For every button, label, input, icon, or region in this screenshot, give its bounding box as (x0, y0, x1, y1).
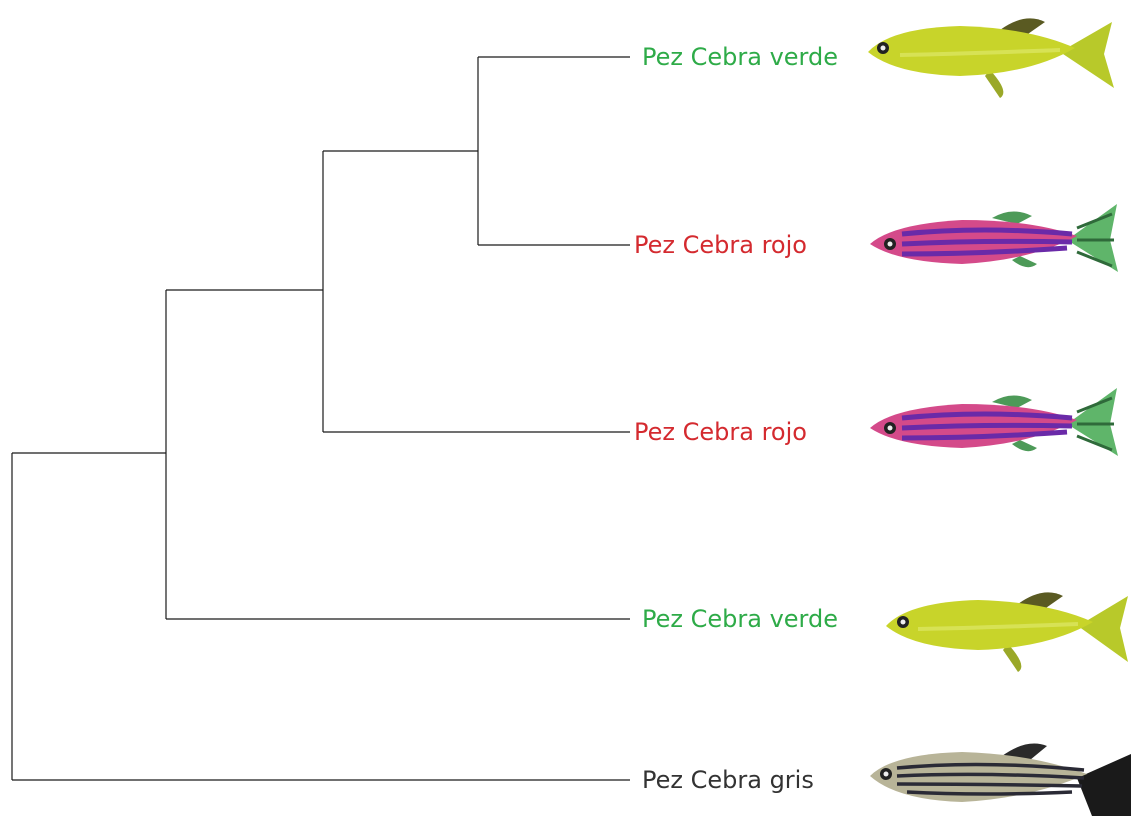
gray-zebrafish-icon (862, 738, 1131, 816)
leaf-label-1: Pez Cebra verde (642, 45, 838, 69)
leaf-label-2: Pez Cebra rojo (634, 233, 807, 257)
red-zebrafish-icon (862, 200, 1127, 280)
green-zebrafish-icon (860, 10, 1120, 100)
red-zebrafish-icon (862, 384, 1127, 464)
green-zebrafish-icon (878, 584, 1131, 674)
leaf-label-3: Pez Cebra rojo (634, 420, 807, 444)
leaf-label-5: Pez Cebra gris (642, 768, 814, 792)
leaf-label-4: Pez Cebra verde (642, 607, 838, 631)
